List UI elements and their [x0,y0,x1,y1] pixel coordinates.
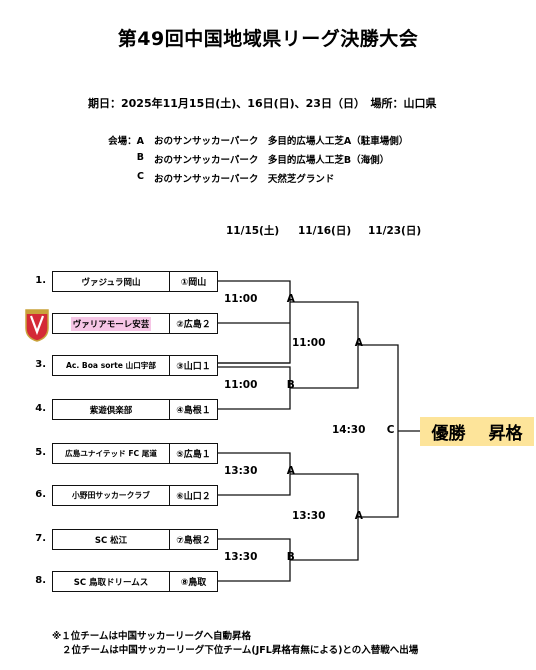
match-r2-2: 13:30 A [292,510,363,522]
venue-c-label: C [137,171,144,182]
team-8-name: SC 鳥取ドリームス [53,572,170,591]
team-6: 小野田サッカークラブ ⑥山口２ [52,485,218,506]
team-4-qualifier: ④島根１ [176,406,211,416]
winner-box: 優勝 昇格 [420,417,534,446]
venue-b-label: B [136,152,144,163]
team-5: 広島ユナイテッド FC 尾道 ⑤広島１ [52,443,218,464]
team-7: SC 松江 ⑦島根２ [52,529,218,550]
match-r2-1-time: 11:00 [292,337,326,349]
club-logo [24,308,50,346]
note-2: ２位チームは中国サッカーリーグ下位チーム(JFL昇格有無による)との入替戦へ出場 [62,645,419,656]
venue-a-text: おのサンサッカーパーク 多目的広場人工芝A（駐車場側） [154,136,409,147]
seed-7: 7. [35,533,46,544]
team-6-qualifier: ⑥山口２ [176,492,211,502]
match-r2-1: 11:00 A [292,337,363,349]
match-r1-3-venue: A [286,465,295,477]
seed-4: 4. [35,403,46,414]
page-title: 第49回中国地域県リーグ決勝大会 [117,28,419,50]
match-final-venue: C [386,424,395,436]
match-r1-4: 13:30 B [224,551,295,563]
team-3-name: Ac. Boa sorte 山口宇部 [53,356,170,375]
team-5-qualifier: ⑤広島１ [176,450,211,460]
team-3: Ac. Boa sorte 山口宇部 ③山口１ [52,355,218,376]
match-r1-4-time: 13:30 [224,551,258,563]
team-2-name: ヴァリアモーレ安芸 [53,314,170,333]
team-5-name: 広島ユナイテッド FC 尾道 [53,444,170,463]
match-r1-1-time: 11:00 [224,293,258,305]
match-r1-3: 13:30 A [224,465,295,477]
venue-a: 会場：A おのサンサッカーパーク 多目的広場人工芝A（駐車場側） [84,133,484,147]
event-period: 期日：2025年11月15日(土)、16日(日)、23日（日） 場所：山口県 [88,97,437,110]
match-r1-3-time: 13:30 [224,465,258,477]
team-1: ヴァジュラ岡山 ①岡山 [52,271,218,292]
seed-3: 3. [35,359,46,370]
winner-label: 優勝 [431,424,466,444]
match-r2-2-time: 13:30 [292,510,326,522]
team-7-name: SC 松江 [53,530,170,549]
match-r2-1-venue: A [354,337,363,349]
team-8: SC 鳥取ドリームス ⑧鳥取 [52,571,218,592]
match-r2-2-venue: A [354,510,363,522]
team-4: 紫遊倶楽部 ④島根１ [52,399,218,420]
venue-a-label: 会場：A [108,136,144,147]
team-7-qualifier: ⑦島根２ [176,536,211,546]
venue-c: C おのサンサッカーパーク 天然芝グランド [84,171,484,185]
venue-b: B おのサンサッカーパーク 多目的広場人工芝B（海側） [84,152,484,166]
match-final-time: 14:30 [332,424,366,436]
team-1-name: ヴァジュラ岡山 [53,272,170,291]
match-r1-4-venue: B [286,551,295,563]
team-8-qualifier: ⑧鳥取 [180,578,207,588]
venue-b-text: おのサンサッカーパーク 多目的広場人工芝B（海側） [154,155,390,166]
match-r1-1: 11:00 A [224,293,295,305]
match-r1-2-venue: B [286,379,295,391]
team-6-name: 小野田サッカークラブ [53,486,170,505]
venue-c-text: おのサンサッカーパーク 天然芝グランド [154,174,335,185]
seed-5: 5. [35,447,46,458]
seed-6: 6. [35,489,46,500]
match-r1-2-time: 11:00 [224,379,258,391]
team-2: ヴァリアモーレ安芸 ②広島２ [52,313,218,334]
seed-1: 1. [35,275,46,286]
match-r1-2: 11:00 B [224,379,295,391]
team-2-qualifier: ②広島２ [176,320,211,330]
note-1: ※１位チームは中国サッカーリーグへ自動昇格 [52,631,251,642]
team-1-qualifier: ①岡山 [180,278,207,288]
date-round2: 11/16(日) [298,225,352,237]
match-r1-1-venue: A [286,293,295,305]
promotion-label: 昇格 [488,424,523,444]
date-round1: 11/15(土) [226,225,280,237]
team-3-qualifier: ③山口１ [176,362,211,372]
seed-8: 8. [35,575,46,586]
match-final: 14:30 C [332,424,394,436]
date-final: 11/23(日) [368,225,422,237]
team-4-name: 紫遊倶楽部 [53,400,170,419]
